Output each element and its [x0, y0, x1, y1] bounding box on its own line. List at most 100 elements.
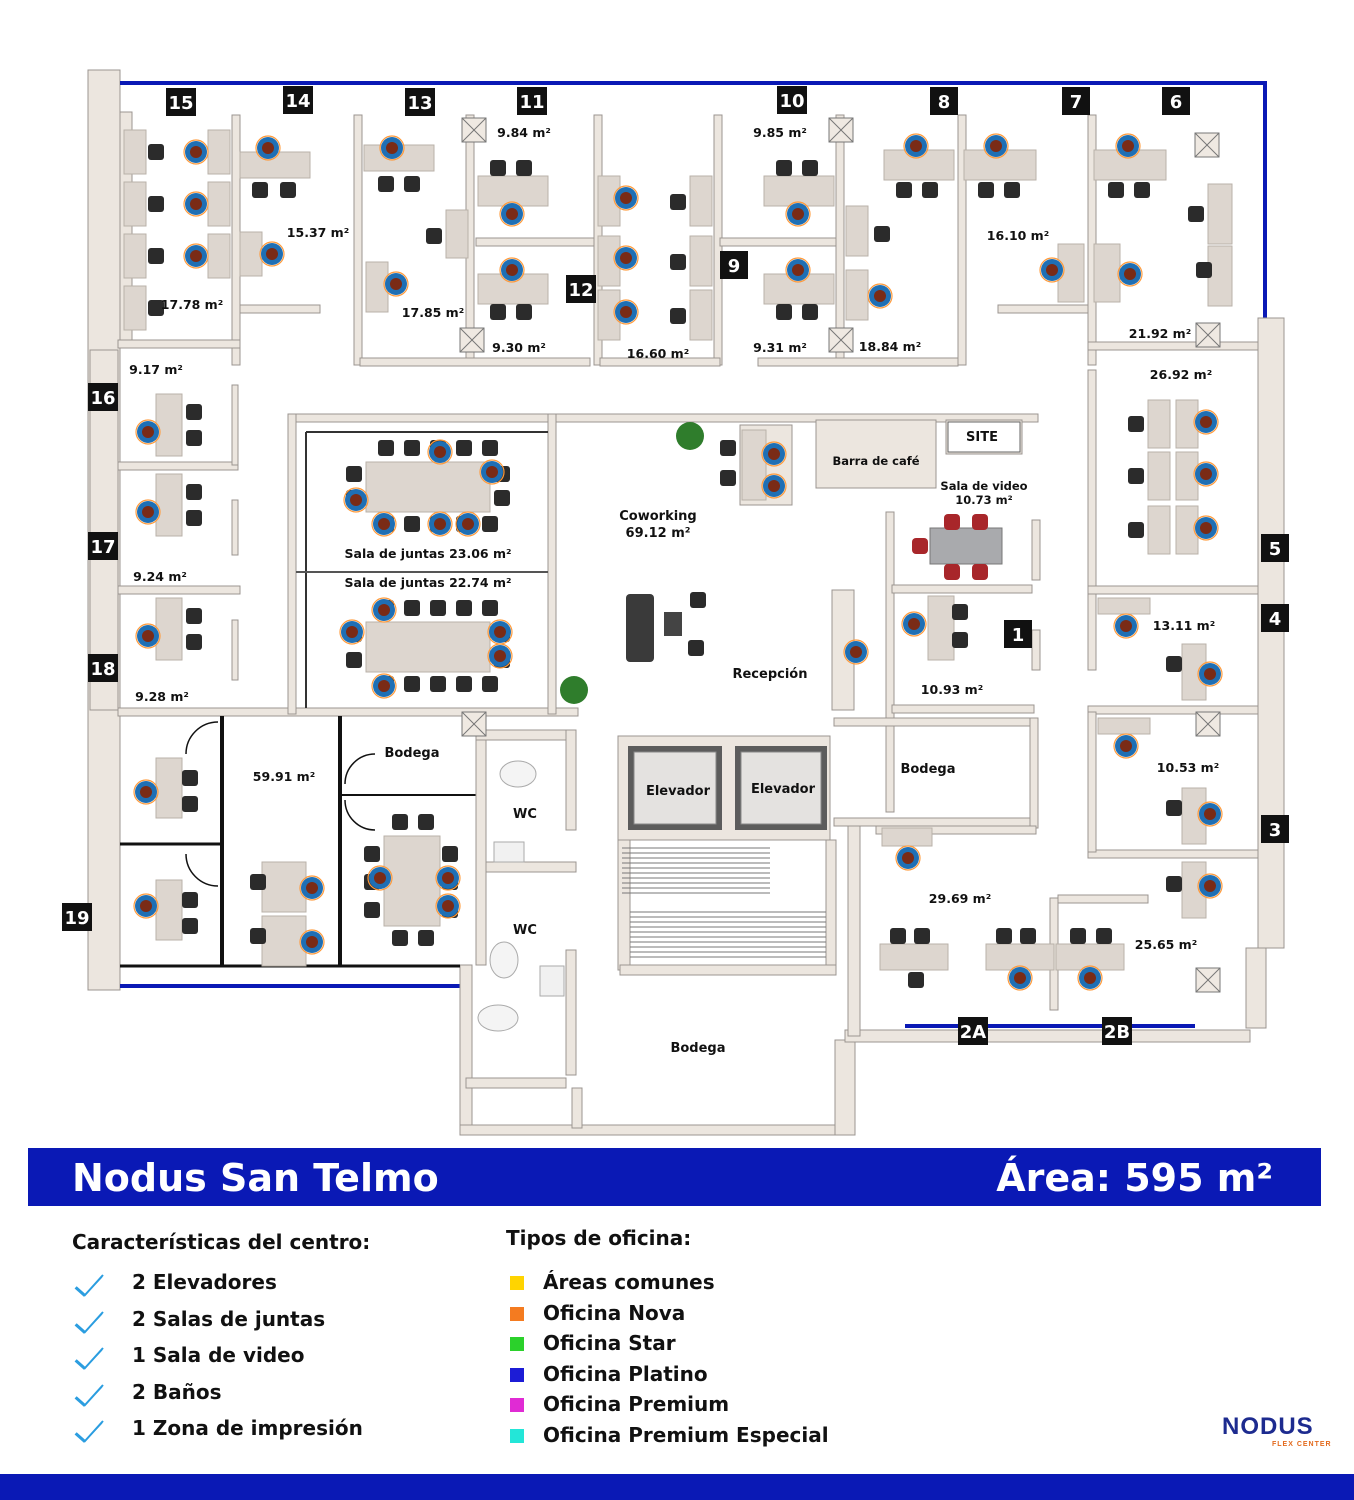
person — [613, 185, 639, 211]
check-icon — [74, 1310, 104, 1334]
chair — [346, 652, 362, 668]
office-number: 7 — [1070, 92, 1083, 113]
office-number: 17 — [90, 537, 115, 558]
desk — [689, 289, 713, 341]
legend-swatch — [510, 1428, 524, 1443]
person — [867, 283, 893, 309]
desk — [1097, 597, 1151, 615]
chair — [914, 928, 930, 944]
wall — [475, 739, 487, 966]
chair — [490, 160, 506, 176]
wall — [231, 619, 239, 681]
column — [1195, 711, 1221, 737]
person — [785, 201, 811, 227]
chair — [378, 440, 394, 456]
desk — [927, 595, 955, 661]
check-icon — [74, 1274, 104, 1297]
person — [135, 623, 161, 649]
column — [1195, 967, 1221, 993]
wall — [1087, 585, 1259, 595]
office-number: 19 — [64, 908, 89, 929]
person — [133, 893, 159, 919]
room-area: 26.92 m² — [1150, 367, 1212, 382]
chair — [404, 516, 420, 532]
zone-label: Elevador — [751, 782, 816, 797]
chair — [1134, 182, 1150, 198]
chair — [802, 160, 818, 176]
office-number: 15 — [168, 93, 193, 114]
person — [371, 511, 397, 537]
zone-label: 10.73 m² — [955, 493, 1012, 507]
column — [828, 327, 854, 353]
zone-label: Bodega — [670, 1041, 725, 1056]
person — [843, 639, 869, 665]
chair — [148, 144, 164, 160]
legend-label: Oficina Premium — [543, 1392, 730, 1416]
center-name: Nodus San Telmo — [72, 1156, 439, 1200]
office-number-badge: 8 — [930, 87, 958, 115]
person — [895, 845, 921, 871]
chair — [418, 814, 434, 830]
plant — [560, 676, 588, 704]
person — [1113, 733, 1139, 759]
chair — [378, 176, 394, 192]
feature-label: 2 Salas de juntas — [132, 1306, 326, 1331]
desk — [1207, 183, 1233, 245]
room-area: 10.53 m² — [1157, 760, 1219, 775]
room-area: 25.65 m² — [1135, 937, 1197, 952]
chair — [186, 404, 202, 420]
zone-label: Sala de juntas 23.06 m² — [345, 546, 512, 561]
plant — [676, 422, 704, 450]
door-swing — [185, 721, 219, 755]
chair — [182, 892, 198, 908]
wall — [571, 1087, 583, 1129]
chair — [890, 928, 906, 944]
door-swing — [344, 799, 376, 831]
features-title: Características del centro: — [72, 1230, 371, 1254]
wall — [825, 839, 837, 971]
person — [1077, 965, 1103, 991]
office-number-badge: 13 — [405, 88, 435, 116]
person — [983, 133, 1009, 159]
desk — [207, 181, 231, 227]
wall — [459, 964, 473, 1136]
check-icon — [74, 1347, 104, 1370]
chair — [404, 440, 420, 456]
column — [1194, 132, 1220, 158]
chair — [494, 490, 510, 506]
desk — [123, 233, 147, 279]
desk — [1207, 245, 1233, 307]
chair — [482, 600, 498, 616]
person — [427, 439, 453, 465]
furniture — [123, 129, 1233, 1032]
desk — [1147, 451, 1171, 501]
office-number-badge: 12 — [566, 275, 596, 303]
chair — [250, 928, 266, 944]
desk — [155, 473, 183, 537]
person — [371, 673, 397, 699]
chair — [972, 564, 988, 580]
wall — [719, 237, 837, 247]
chair — [346, 466, 362, 482]
wall — [834, 1039, 856, 1136]
office-number: 6 — [1170, 92, 1183, 113]
wall — [565, 949, 577, 1076]
zone-label: WC — [513, 807, 537, 822]
desk — [1097, 717, 1151, 735]
person — [135, 419, 161, 445]
room-area: 13.11 m² — [1153, 618, 1215, 633]
chair — [456, 600, 472, 616]
zone-label: Barra de café — [832, 454, 919, 468]
room-area: 21.92 m² — [1129, 326, 1191, 341]
wall — [1029, 717, 1039, 829]
wall — [1057, 894, 1149, 904]
office-number-badge: 11 — [517, 87, 547, 115]
wall — [1087, 849, 1259, 859]
chair — [482, 676, 498, 692]
office-number: 8 — [938, 92, 951, 113]
wall — [565, 729, 577, 831]
person — [761, 473, 787, 499]
wall — [231, 384, 239, 466]
wall — [1245, 947, 1267, 1029]
